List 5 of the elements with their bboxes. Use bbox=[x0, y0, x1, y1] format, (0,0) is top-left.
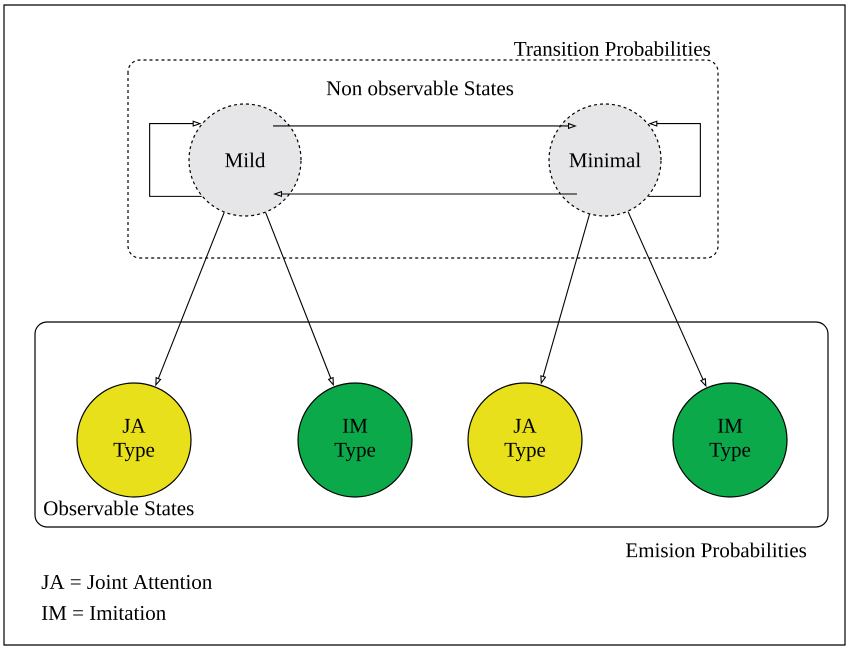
arrow bbox=[149, 120, 202, 197]
legend-note: JA = Joint Attention bbox=[42, 574, 212, 590]
node-label: Emision Probabilities bbox=[626, 542, 806, 558]
legend-note: IM = Imitation bbox=[42, 606, 166, 620]
node-label: Transition Probabilities bbox=[514, 41, 710, 56]
